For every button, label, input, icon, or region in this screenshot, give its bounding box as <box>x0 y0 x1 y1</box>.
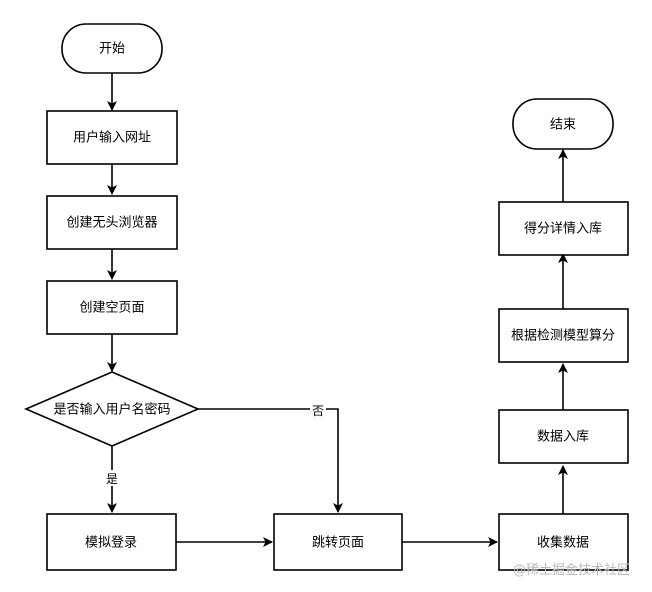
node-enter-url <box>46 110 178 165</box>
edge-decision-no <box>198 408 343 513</box>
edge-label-yes: 是 <box>106 472 118 486</box>
node-jump-page <box>273 513 403 571</box>
node-compute-score-label: 根据检测模型算分 <box>511 329 615 344</box>
node-create-page-label: 创建空页面 <box>79 301 144 316</box>
node-store-score-label: 得分详情入库 <box>524 221 602 237</box>
node-store-score <box>498 201 629 256</box>
node-end <box>512 98 614 150</box>
node-collect-data-label: 收集数据 <box>537 535 589 551</box>
node-create-browser-label: 创建无头浏览器 <box>66 215 157 231</box>
node-start <box>61 23 163 74</box>
watermark: @稀土掘金技术社区 <box>513 563 631 578</box>
node-enter-url-label: 用户输入网址 <box>73 130 151 146</box>
node-create-browser <box>46 195 178 250</box>
node-create-page <box>46 280 178 335</box>
node-compute-score <box>498 308 629 363</box>
node-end-label: 结束 <box>550 118 576 133</box>
node-decision <box>23 371 201 447</box>
node-decision-label: 是否输入用户名密码 <box>53 402 170 418</box>
node-start-label: 开始 <box>99 42 125 57</box>
node-store-data <box>498 409 629 464</box>
node-store-data-label: 数据入库 <box>537 429 589 445</box>
node-simulate-login-label: 模拟登录 <box>85 536 137 551</box>
edge-label-no: 否 <box>312 404 324 418</box>
node-jump-page-label: 跳转页面 <box>312 536 364 551</box>
node-simulate-login <box>46 513 177 571</box>
node-collect-data <box>498 513 629 571</box>
